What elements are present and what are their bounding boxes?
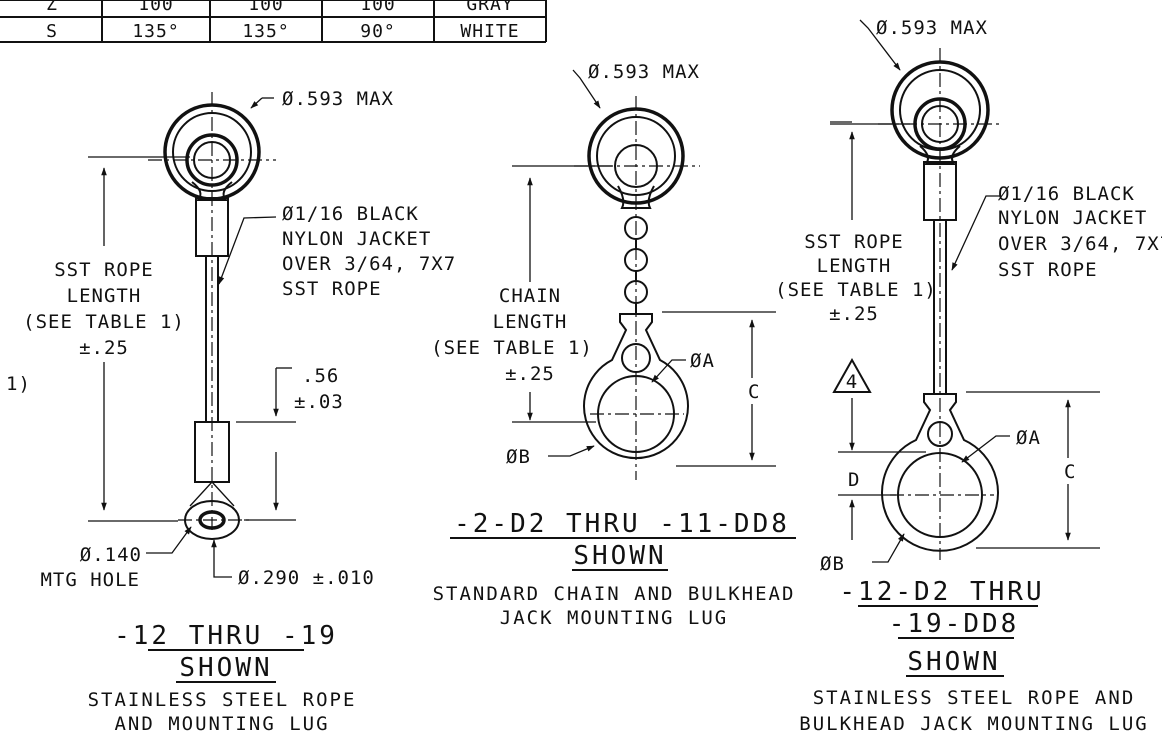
rope-length-dimension: SST ROPE LENGTH (SEE TABLE 1) ±.25 (23, 259, 185, 359)
table-cell: S (46, 21, 58, 42)
chain-length-dimension: CHAIN LENGTH (SEE TABLE 1) ±.25 (431, 285, 593, 385)
view-description: AND MOUNTING LUG (114, 713, 329, 735)
callout-line: SST ROPE (282, 278, 382, 300)
table-cell: 100 (248, 0, 284, 15)
view-description: STAINLESS STEEL ROPE (88, 689, 357, 711)
view-caption-line-2: -19-DD8 (889, 609, 1020, 639)
flag-note-4: 4 (846, 371, 858, 393)
view-caption-shown: SHOWN (179, 653, 272, 683)
dimension-line: SST ROPE (804, 231, 904, 253)
dimension-line: (SEE TABLE 1) (431, 337, 593, 359)
top-diameter-label: Ø.593 MAX (876, 17, 988, 39)
top-diameter-label: Ø.593 MAX (282, 88, 394, 110)
callout-line: Ø1/16 BLACK (998, 183, 1135, 205)
dimension-line: ±.25 (829, 303, 879, 325)
view-rope-lug: Ø.593 MAX Ø1/16 BLACK NYLON JACKET OVER … (6, 88, 456, 735)
view-caption: -12 THRU -19 (114, 621, 338, 651)
callout-line: OVER 3/64, 7X7 (998, 233, 1162, 255)
dimension-line: ±.25 (505, 363, 555, 385)
dim-c-label: C (1064, 461, 1076, 483)
dimension-line: LENGTH (493, 311, 568, 333)
callout-line: SST ROPE (998, 259, 1098, 281)
view-description: STANDARD CHAIN AND BULKHEAD (433, 583, 796, 605)
table-cell: WHITE (460, 21, 519, 42)
dia-b-label: ØB (820, 553, 845, 575)
dimension-line: LENGTH (817, 255, 892, 277)
dimension-line: (SEE TABLE 1) (23, 311, 185, 333)
partial-reference: 1) (6, 373, 31, 395)
dim-d-label: D (848, 469, 860, 491)
dim-c-label: C (748, 381, 760, 403)
view-description: BULKHEAD JACK MOUNTING LUG (799, 713, 1148, 735)
table-cell: 100 (360, 0, 396, 15)
dia-a-label: ØA (1016, 427, 1041, 449)
table-cell: 90° (360, 21, 396, 42)
lug-table: Z 100 100 100 GRAY S 135° 135° 90° WHITE (0, 0, 547, 43)
rope-length-dimension: SST ROPE LENGTH (SEE TABLE 1) ±.25 (775, 231, 937, 325)
callout-line: NYLON JACKET (282, 228, 431, 250)
lug-diameter: Ø.290 ±.010 (238, 567, 375, 589)
view-caption: -2-D2 THRU -11-DD8 (454, 509, 790, 539)
view-description: JACK MOUNTING LUG (500, 607, 728, 629)
dimension-line: ±.25 (79, 337, 129, 359)
dimension-56: .56 (302, 365, 339, 387)
bead-chain (624, 216, 648, 314)
view-chain-lug: Ø.593 MAX CHAIN LENGTH (SEE TABLE 1) ±.2… (431, 61, 796, 629)
hole-label: MTG HOLE (40, 569, 140, 591)
dimension-line: CHAIN (499, 285, 561, 307)
dia-b-label: ØB (506, 446, 531, 468)
table-cell: GRAY (466, 0, 513, 15)
table-cell: Z (46, 0, 58, 15)
table-cell: 135° (242, 21, 289, 42)
table-cell: 100 (138, 0, 174, 15)
top-diameter-label: Ø.593 MAX (588, 61, 700, 83)
view-description: STAINLESS STEEL ROPE AND (813, 687, 1136, 709)
view-caption: -12-D2 THRU (839, 577, 1044, 607)
dimension-line: (SEE TABLE 1) (775, 279, 937, 301)
view-rope-bulkhead-lug: Ø.593 MAX Ø1/16 BLACK NYLON JACKET OVER … (775, 17, 1162, 735)
dimension-line: LENGTH (67, 285, 142, 307)
jacket-callout: Ø1/16 BLACK NYLON JACKET OVER 3/64, 7X7 … (282, 203, 456, 300)
jacket-callout: Ø1/16 BLACK NYLON JACKET OVER 3/64, 7X7 … (998, 183, 1162, 281)
callout-line: OVER 3/64, 7X7 (282, 253, 456, 275)
callout-line: NYLON JACKET (998, 207, 1147, 229)
callout-line: Ø1/16 BLACK (282, 203, 419, 225)
dimension-line: SST ROPE (54, 259, 154, 281)
tolerance-03: ±.03 (294, 391, 344, 413)
view-caption-shown: SHOWN (907, 647, 1000, 677)
table-cell: 135° (132, 21, 179, 42)
view-caption-shown: SHOWN (573, 541, 666, 571)
dia-a-label: ØA (690, 350, 715, 372)
hole-diameter: Ø.140 (80, 544, 142, 566)
